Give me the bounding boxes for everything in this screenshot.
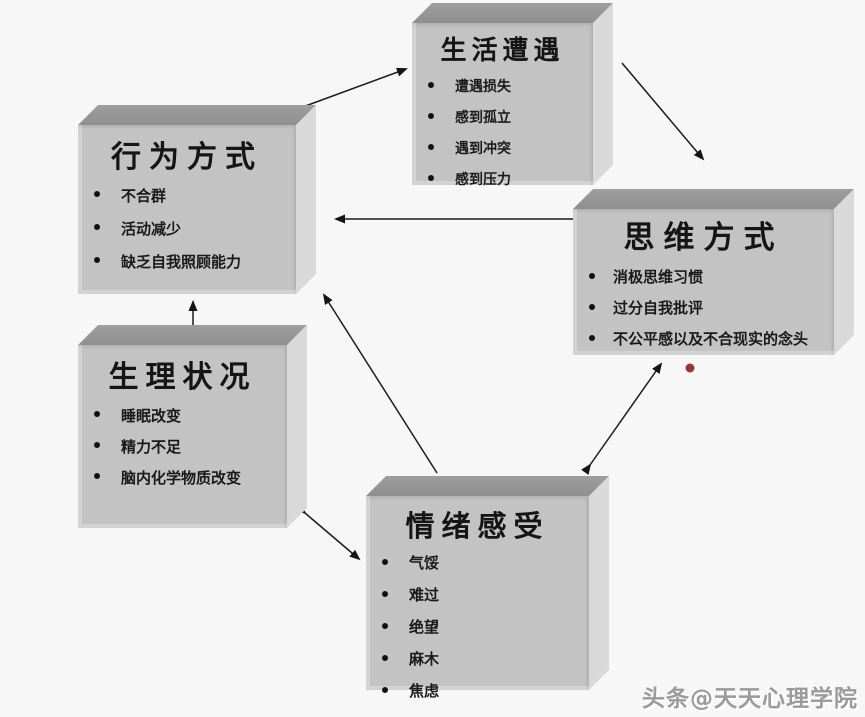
bullet-item: 遭遇损失	[412, 76, 593, 96]
bullet-item: 不公平感以及不合现实的念头	[573, 328, 834, 349]
arrow-life-events-to-thinking	[621, 62, 705, 161]
bullet-list: 气馁 难过 绝望 麻木 焦虑	[366, 552, 589, 701]
bullet-list: 不合群 活动减少 缺乏自我照顾能力	[78, 185, 296, 272]
bullet-item: 脑内化学物质改变	[78, 467, 287, 488]
bullet-item: 遇到冲突	[412, 138, 593, 158]
cube-top-face	[78, 105, 316, 125]
box-life-events: 生活遭遇 遭遇损失 感到孤立 遇到冲突 感到压力	[412, 3, 613, 188]
red-dot-marker	[685, 363, 695, 373]
bullet-item: 消极思维习惯	[573, 266, 834, 287]
bullet-list: 消极思维习惯 过分自我批评 不公平感以及不合现实的念头	[573, 266, 834, 349]
bullet-item: 气馁	[366, 552, 589, 573]
box-title: 行为方式	[111, 140, 263, 175]
box-physiology: 生理状况 睡眠改变 精力不足 脑内化学物质改变	[78, 325, 307, 528]
bullet-item: 不合群	[78, 185, 296, 206]
bullet-list: 遭遇损失 感到孤立 遇到冲突 感到压力	[412, 76, 593, 189]
cube-right-face	[296, 105, 316, 294]
cube-right-face	[287, 325, 307, 528]
box-title: 生理状况	[108, 360, 257, 395]
bullet-item: 精力不足	[78, 436, 287, 457]
bullet-item: 感到孤立	[412, 107, 593, 127]
bullet-item: 焦虑	[366, 680, 589, 701]
arrow-physiology-emotions-bidirectional	[295, 503, 361, 561]
arrow-emotions-to-behavior	[322, 293, 438, 474]
box-thinking: 思维方式 消极思维习惯 过分自我批评 不公平感以及不合现实的念头	[573, 189, 854, 355]
cube-right-face	[593, 3, 613, 185]
bullet-item: 活动减少	[78, 218, 296, 239]
box-title: 思维方式	[623, 220, 784, 256]
box-thinking-face: 思维方式 消极思维习惯 过分自我批评 不公平感以及不合现实的念头	[573, 209, 834, 355]
box-title: 情绪感受	[405, 509, 550, 543]
cube-top-face	[78, 325, 307, 345]
bullet-item: 感到压力	[412, 169, 593, 189]
bullet-item: 麻木	[366, 648, 589, 669]
box-life-events-face: 生活遭遇 遭遇损失 感到孤立 遇到冲突 感到压力	[412, 23, 593, 188]
cube-top-face	[573, 189, 854, 209]
box-behavior: 行为方式 不合群 活动减少 缺乏自我照顾能力	[78, 105, 316, 294]
cube-top-face	[366, 476, 609, 496]
box-behavior-face: 行为方式 不合群 活动减少 缺乏自我照顾能力	[78, 125, 296, 294]
box-emotions-face: 情绪感受 气馁 难过 绝望 麻木 焦虑	[366, 496, 589, 700]
bullet-item: 缺乏自我照顾能力	[78, 251, 296, 272]
box-title: 生活遭遇	[440, 36, 565, 66]
bullet-item: 难过	[366, 584, 589, 605]
bullet-item: 过分自我批评	[573, 297, 834, 318]
bullet-list: 睡眠改变 精力不足 脑内化学物质改变	[78, 405, 287, 488]
cube-right-face	[834, 189, 854, 355]
box-physiology-face: 生理状况 睡眠改变 精力不足 脑内化学物质改变	[78, 345, 287, 528]
bullet-item: 睡眠改变	[78, 405, 287, 426]
bullet-item: 绝望	[366, 616, 589, 637]
cube-right-face	[589, 476, 609, 690]
arrow-emotions-thinking-bidirectional	[581, 362, 663, 475]
watermark: 头条@天天心理学院	[642, 686, 858, 712]
cube-top-face	[412, 3, 613, 23]
box-emotions: 情绪感受 气馁 难过 绝望 麻木 焦虑	[366, 476, 609, 700]
arrow-behavior-to-life-events	[299, 67, 408, 109]
